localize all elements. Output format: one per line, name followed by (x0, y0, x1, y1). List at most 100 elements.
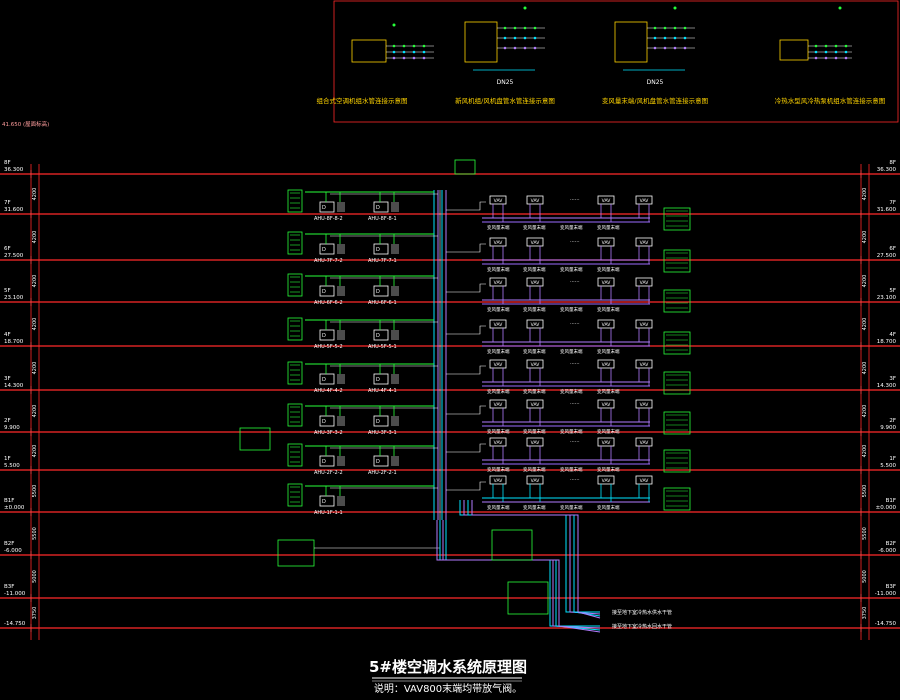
floor-height-right: 3750 (862, 607, 868, 620)
floor-elevation-right: 9.900 (880, 425, 896, 431)
vav-unit-box (489, 437, 507, 447)
floor-name-left: 3F (4, 376, 11, 382)
ahu-unit-glyph: D (376, 247, 380, 253)
ahu-unit-box (373, 373, 389, 385)
ahu-tag-block (287, 443, 303, 467)
vav-unit-box (635, 437, 653, 447)
floor-name-left: 7F (4, 200, 11, 206)
floor-name-right: B2F (886, 541, 896, 547)
ahu-unit-box (373, 285, 389, 297)
floor-elevation-right: 18.700 (877, 339, 897, 345)
vav-feed (446, 443, 486, 453)
vav-unit-box (526, 277, 544, 287)
ahu-unit-box (373, 329, 389, 341)
floor-height-left: 5500 (32, 485, 38, 498)
floor-height-right: 5000 (862, 570, 868, 583)
legend-valve-icon (663, 26, 667, 30)
vav-label: 变风量末端 (487, 466, 510, 473)
vav-unit-box (635, 399, 653, 409)
vav-unit-name: VAV (494, 240, 504, 246)
vav-label: 变风量末端 (560, 428, 583, 435)
floor-name-right: 7F (889, 200, 896, 206)
legend-unit-box (464, 21, 498, 63)
legend-valve-icon (824, 44, 828, 48)
vav-unit-box (597, 437, 615, 447)
vav-unit-name: VAV (640, 478, 650, 484)
vav-tag-block (663, 331, 691, 355)
ahu-unit-name: AHU-5F-5-1 (368, 344, 397, 350)
legend-valve-icon (663, 36, 667, 40)
vav-tag-block (663, 449, 691, 473)
roof-elevation-label: 41.650 (屋面标高) (2, 120, 49, 128)
vav-unit-box (526, 319, 544, 329)
vav-feed (446, 365, 486, 375)
vav-ellipsis: ...... (570, 238, 580, 244)
vav-unit-box (526, 437, 544, 447)
legend-valve-icon (412, 56, 416, 60)
legend-valve-icon (503, 46, 507, 50)
floor-name-right: 5F (889, 288, 896, 294)
vav-tag-block (663, 289, 691, 313)
ahu-unit-name: AHU-4F-4-1 (368, 388, 397, 394)
vav-label: 变风量末端 (523, 504, 546, 511)
ahu-unit-box (319, 201, 335, 213)
floor-name-left: 5F (4, 288, 11, 294)
legend-valve-icon (402, 50, 406, 54)
vav-unit-name: VAV (531, 240, 541, 246)
floor-elevation-left: -14.750 (4, 621, 26, 627)
ahu-unit-box (319, 415, 335, 427)
vav-unit-name: VAV (531, 362, 541, 368)
vav-tag-block (663, 371, 691, 395)
ahu-unit-box (373, 415, 389, 427)
floor-height-right: 4200 (862, 405, 868, 418)
vav-label: 变风量末端 (487, 224, 510, 231)
vav-label: 变风量末端 (560, 266, 583, 273)
ahu-unit-glyph: D (322, 419, 326, 425)
vav-ellipsis: ...... (570, 196, 580, 202)
vav-label: 变风量末端 (487, 388, 510, 395)
ahu-unit-glyph: D (376, 459, 380, 465)
vav-tag-block (663, 487, 691, 511)
floor-elevation-left: 5.500 (4, 463, 20, 469)
vav-unit-box (489, 399, 507, 409)
drawing-title: 5#楼空调水系统原理图 (369, 658, 527, 676)
vav-label: 变风量末端 (597, 466, 620, 473)
ahu-unit-glyph: D (322, 247, 326, 253)
vav-unit-name: VAV (602, 280, 612, 286)
legend-valve-icon (844, 50, 848, 54)
floor-name-right: B1F (886, 498, 896, 504)
riser-pipes (433, 159, 476, 520)
ahu-unit-glyph: D (376, 377, 380, 383)
floor-height-left: 4200 (32, 362, 38, 375)
legend-valve-icon (824, 50, 828, 54)
ahu-unit-glyph: D (322, 377, 326, 383)
legend-panel: 冷热水型风冷热泵机组水管连接示意图 (775, 6, 885, 105)
basement-tag-block (277, 539, 315, 567)
vav-unit-box (635, 237, 653, 247)
ahu-unit-glyph: D (376, 333, 380, 339)
vav-feed (446, 201, 486, 211)
floor-elevation-right: 31.600 (877, 207, 897, 213)
vav-unit-box (597, 277, 615, 287)
floor-height-left: 4200 (32, 445, 38, 458)
floor-name-left: B1F (4, 498, 14, 504)
ahu-unit-name: AHU-6F-6-1 (368, 300, 397, 306)
floor-name-left: 6F (4, 246, 11, 252)
ahu-unit-box (319, 455, 335, 467)
floor-height-right: 4200 (862, 231, 868, 244)
vav-unit-box (489, 195, 507, 205)
vav-unit-name: VAV (640, 362, 650, 368)
vav-label: 变风量末端 (597, 306, 620, 313)
floor-elevation-left: 36.300 (4, 167, 24, 173)
legend-caption: 变风量末端/风机盘管水管连接示意图 (602, 96, 708, 105)
floor-height-right: 5500 (862, 527, 868, 540)
vav-unit-name: VAV (640, 402, 650, 408)
vav-ellipsis: ...... (570, 278, 580, 284)
legend-caption: 组合式空调机组水管连接示意图 (317, 96, 408, 105)
vav-unit-box (635, 359, 653, 369)
floor-height-right: 4200 (862, 445, 868, 458)
vav-unit-box (526, 475, 544, 485)
